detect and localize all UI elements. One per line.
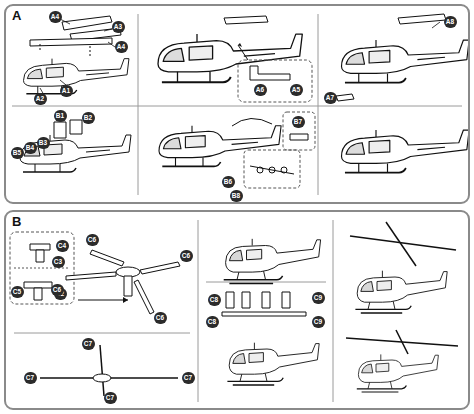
callout-number: A1 <box>60 85 73 97</box>
callout-label: A4 <box>51 14 59 21</box>
callout-label: B5 <box>13 150 21 157</box>
callout-number: A8 <box>444 16 457 28</box>
callout-number: C3 <box>52 256 65 268</box>
callout-label: B6 <box>224 179 232 186</box>
callout-number: C8 <box>208 294 221 306</box>
callout-number: C8 <box>206 316 219 328</box>
callout-label: A4 <box>117 44 125 51</box>
callout-label: A6 <box>256 87 264 94</box>
callout-number: C7 <box>182 372 195 384</box>
callout-label: C6 <box>156 315 164 322</box>
callout-number: B4 <box>24 142 37 154</box>
callout-number: B8 <box>230 190 243 202</box>
callout-number: A4 <box>49 11 62 23</box>
callout-number: B1 <box>54 110 67 122</box>
callout-number: C6 <box>86 234 99 246</box>
callout-number: B2 <box>82 112 95 124</box>
callout-label: A3 <box>114 24 122 31</box>
callout-number: C9 <box>312 292 325 304</box>
callout-number: B5 <box>11 147 24 159</box>
callout-label: A2 <box>36 96 44 103</box>
callout-number: C7 <box>82 338 95 350</box>
callout-label: A1 <box>62 88 70 95</box>
callout-label: C9 <box>314 319 322 326</box>
callout-number: C5 <box>11 286 24 298</box>
callout-label: C8 <box>208 319 216 326</box>
callout-label: B2 <box>84 115 92 122</box>
callout-label: A5 <box>292 87 300 94</box>
callout-number: C7 <box>104 392 117 404</box>
callout-number: C7 <box>24 372 37 384</box>
callout-number: A5 <box>290 84 303 96</box>
callout-label: C7 <box>184 375 192 382</box>
callout-label: C6 <box>88 237 96 244</box>
callout-label: A7 <box>326 95 334 102</box>
callout-number: C6 <box>154 312 167 324</box>
callout-label: B4 <box>26 145 34 152</box>
callout-number: A7 <box>324 92 337 104</box>
step-panel: BC4C3C5C2C6C6C6C6C7C7C7C7C8C8C9C9 <box>4 210 470 410</box>
callout-label: C6 <box>182 253 190 260</box>
callout-number: C9 <box>312 316 325 328</box>
callout-label: B7 <box>294 119 302 126</box>
callout-label: B1 <box>56 113 64 120</box>
callout-label: C6 <box>53 287 61 294</box>
callout-number: C6 <box>51 284 64 296</box>
callout-label: C7 <box>106 395 114 402</box>
callout-label: C4 <box>58 243 66 250</box>
callout-number: A6 <box>254 84 267 96</box>
callout-number: A3 <box>112 21 125 33</box>
callout-label: C7 <box>84 341 92 348</box>
callout-number: C6 <box>180 250 193 262</box>
callout-label: C5 <box>13 289 21 296</box>
callout-label: C3 <box>54 259 62 266</box>
callout-label: B3 <box>39 140 47 147</box>
callout-label: C9 <box>314 295 322 302</box>
step-panel: AA4A3A4A1A2A6A5A8A7B5B4B3B1B2B6B8B7 <box>4 4 470 204</box>
callout-number: B6 <box>222 176 235 188</box>
callout-label: B8 <box>232 193 240 200</box>
panel-letter: B <box>12 214 21 229</box>
panel-letter: A <box>12 8 21 23</box>
callout-number: A4 <box>115 41 128 53</box>
callout-number: B7 <box>292 116 305 128</box>
callout-label: C7 <box>26 375 34 382</box>
callout-label: C8 <box>210 297 218 304</box>
callout-label: A8 <box>446 19 454 26</box>
callout-number: B3 <box>37 137 50 149</box>
callout-number: A2 <box>34 93 47 105</box>
callout-number: C4 <box>56 240 69 252</box>
